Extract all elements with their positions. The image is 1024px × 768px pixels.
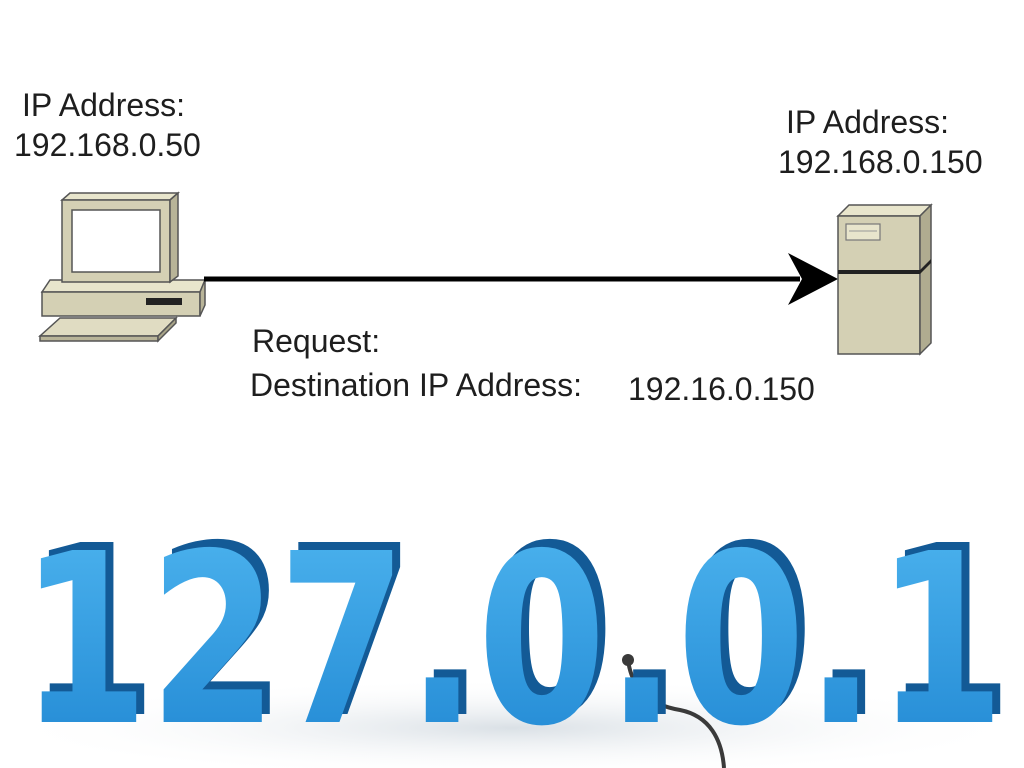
destination-ip-label: IP Address: [786, 104, 950, 140]
banner-digit-8: 1 [876, 503, 1005, 768]
banner-digits-extrusion: 127.0.0.1 [28, 495, 1013, 768]
destination-ip-value: 192.168.0.150 [778, 144, 983, 180]
banner-digit-4: 0 [485, 495, 614, 768]
banner-dot-3: . [407, 503, 477, 768]
request-arrow [204, 253, 838, 305]
banner-digit-1: 2 [157, 495, 286, 768]
banner-dot-5: . [614, 495, 684, 768]
request-label: Request: [252, 323, 381, 359]
banner-digit-4: 0 [477, 503, 606, 768]
desktop-computer-icon [38, 191, 207, 343]
banner-digit-8: 1 [884, 495, 1013, 768]
banner-digit-6: 0 [677, 503, 806, 768]
server-tower-icon [836, 203, 933, 356]
banner-digit-6: 0 [685, 495, 814, 768]
request-destination-value: 192.16.0.150 [628, 371, 815, 407]
banner-digit-2: 7 [278, 503, 407, 768]
loopback-banner: 127.0.0.1 127.0.0.1 [0, 495, 1024, 768]
banner-digit-1: 2 [149, 503, 278, 768]
source-ip-label: IP Address: [22, 87, 186, 123]
request-destination-label: Destination IP Address: [250, 367, 583, 403]
banner-dot-7: . [814, 495, 884, 768]
banner-dot-5: . [606, 503, 676, 768]
banner-digit-0: 1 [20, 503, 149, 768]
source-ip-value: 192.168.0.50 [14, 127, 201, 163]
banner-digits-face: 127.0.0.1 [20, 503, 1005, 768]
banner-dot-7: . [806, 503, 876, 768]
banner-digits-group: 127.0.0.1 127.0.0.1 [20, 495, 1013, 768]
banner-digit-0: 1 [28, 495, 157, 768]
banner-digit-2: 7 [286, 495, 415, 768]
banner-dot-3: . [415, 495, 485, 768]
